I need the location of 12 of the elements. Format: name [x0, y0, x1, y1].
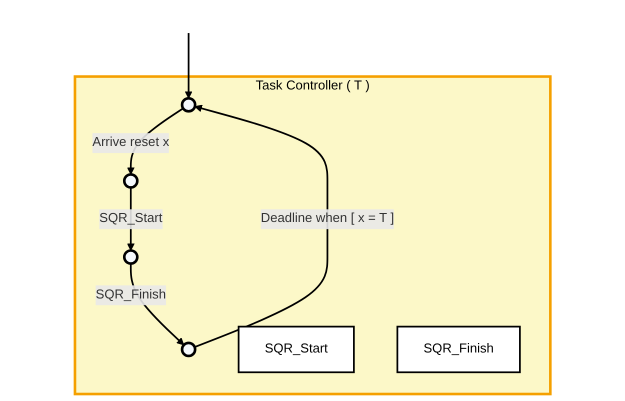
node-box: SQR_Finish — [396, 326, 521, 374]
edge-label: Deadline when [ x = T ] — [260, 210, 394, 226]
node-circle — [122, 173, 138, 189]
node-circle — [180, 342, 196, 358]
arrow — [184, 33, 192, 99]
arrow — [194, 104, 328, 348]
edge-label: Arrive reset x — [92, 134, 170, 150]
node-circle — [122, 249, 138, 265]
node-box: SQR_Start — [238, 326, 355, 374]
node-circle — [180, 96, 196, 113]
edge-label: SQR_Start — [99, 210, 162, 226]
edge-label: SQR_Finish — [95, 287, 166, 302]
